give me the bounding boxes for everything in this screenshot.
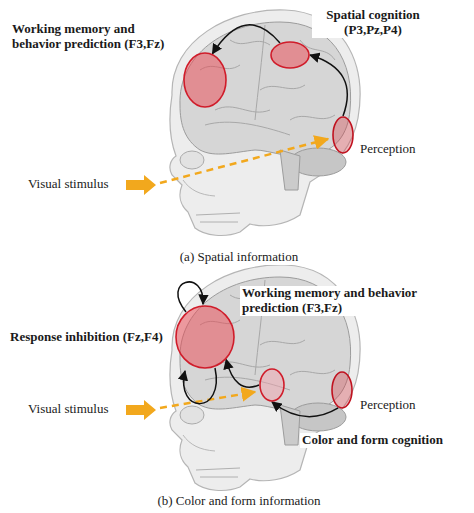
region-shape	[331, 371, 353, 409]
brain-region: Working memory and behavior prediction (…	[183, 52, 227, 108]
brain-region: Perception	[331, 371, 353, 409]
region-ellipse	[271, 42, 309, 68]
region-shape	[270, 41, 310, 69]
region-ellipse	[260, 369, 284, 401]
region-ellipse	[176, 306, 234, 368]
brain-region: Perception	[332, 116, 354, 154]
region-label: Spatial cognition (P3,Pz,P4)	[312, 8, 434, 38]
region-label: Perception	[358, 142, 442, 157]
region-shape	[183, 52, 227, 108]
stimulus-arrow	[124, 400, 156, 420]
flow-arrow	[272, 402, 338, 417]
flow-arrow	[310, 55, 347, 116]
region-ellipse	[184, 53, 226, 107]
head-figure-a	[170, 10, 360, 236]
region-ellipse	[332, 372, 352, 408]
region-shape	[259, 368, 285, 402]
stimulus-label: Visual stimulus	[26, 402, 126, 417]
flow-arrow	[213, 25, 281, 54]
stimulus-path	[160, 392, 255, 408]
stimulus-arrow	[124, 175, 156, 195]
panel-caption: (a) Spatial information	[110, 250, 368, 265]
brain-region: Working memory and behavior prediction (…	[175, 305, 235, 369]
region-label: Color and form cognition	[300, 433, 469, 448]
brain-region: Spatial cognition (P3,Pz,P4)	[270, 41, 310, 69]
stimulus-path	[160, 139, 328, 183]
region-label: Perception	[358, 398, 442, 413]
panel-caption: (b) Color and form information	[90, 494, 388, 509]
stimulus-label: Visual stimulus	[26, 177, 126, 192]
region-shape	[332, 116, 354, 154]
feedback-loop	[184, 368, 217, 404]
region-shape	[175, 305, 235, 369]
region-label: Working memory and behavior prediction (…	[240, 286, 429, 316]
brain-region: Color and form cognition	[259, 368, 285, 402]
flow-arrow	[226, 360, 259, 388]
region-label: Working memory and behavior prediction (…	[10, 22, 182, 52]
region-ellipse	[333, 117, 353, 153]
region-label: Response inhibition (Fz,F4)	[8, 330, 170, 345]
